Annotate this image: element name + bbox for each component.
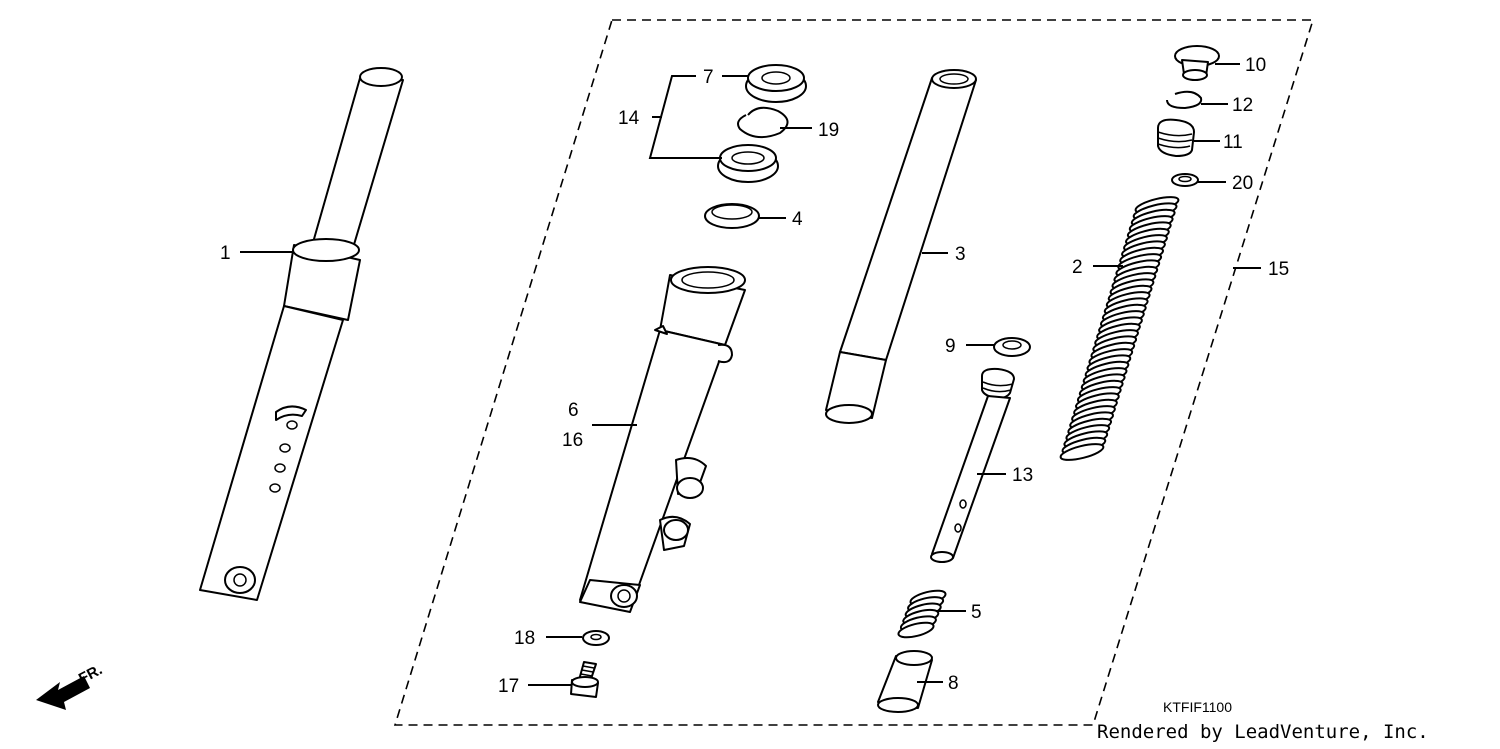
- fr-arrow-icon: [36, 676, 90, 710]
- part-11-spring-collar: [1157, 118, 1195, 157]
- callout-18: 18: [514, 628, 535, 649]
- part-12-circlip: [1166, 90, 1203, 110]
- leader-lines: [240, 63, 1261, 686]
- callout-4: 4: [792, 209, 803, 230]
- front-direction-arrow: FR.: [36, 661, 105, 710]
- part-13-damper-rod: [930, 367, 1015, 563]
- callout-16: 16: [562, 430, 583, 451]
- callout-1: 1: [220, 243, 231, 264]
- part-18-washer: [582, 630, 610, 646]
- callout-19: 19: [818, 120, 839, 141]
- diagram-code: KTFIF1100: [1163, 699, 1232, 715]
- callout-7: 7: [703, 67, 714, 88]
- part-17-socket-bolt: [570, 661, 599, 698]
- part-19-clip: [737, 106, 789, 139]
- part-3-fork-pipe: [825, 69, 977, 424]
- part-4-bushing: [704, 203, 760, 229]
- part-20-washer: [1171, 173, 1199, 187]
- part-1-fork-assembly: [199, 67, 404, 601]
- callout-8: 8: [948, 673, 959, 694]
- part-10-fork-bolt-cap: [1174, 45, 1220, 81]
- part-2-fork-spring: [1059, 196, 1180, 461]
- part-7-dust-seal: [745, 64, 807, 103]
- callout-labels: 1 2 3 4 5 6 7 8 9 10 11 12 13 14 15 16 1…: [220, 55, 1289, 697]
- callout-3: 3: [955, 244, 966, 265]
- callout-13: 13: [1012, 465, 1033, 486]
- callout-15: 15: [1268, 259, 1289, 280]
- callout-20: 20: [1232, 173, 1253, 194]
- spring-coil: [1059, 443, 1105, 461]
- spring-coil: [897, 621, 935, 639]
- part-6-fork-slider: [579, 266, 746, 613]
- callout-12: 12: [1232, 95, 1253, 116]
- part-5-rebound-spring: [897, 589, 947, 639]
- callout-14: 14: [618, 108, 640, 129]
- callout-17: 17: [498, 676, 519, 697]
- callout-11: 11: [1223, 132, 1243, 153]
- callout-10: 10: [1245, 55, 1266, 76]
- assembly-group-outline: [393, 19, 1315, 726]
- part-9-piston-ring: [993, 337, 1031, 357]
- callout-2: 2: [1072, 257, 1083, 278]
- credit-text: Rendered by LeadVenture, Inc.: [1097, 721, 1429, 743]
- callout-9: 9: [945, 336, 956, 357]
- callout-6: 6: [568, 400, 579, 421]
- callout-5: 5: [971, 602, 982, 623]
- part-14-oil-seal: [717, 144, 779, 183]
- part-8-oil-lock-piece: [877, 650, 933, 713]
